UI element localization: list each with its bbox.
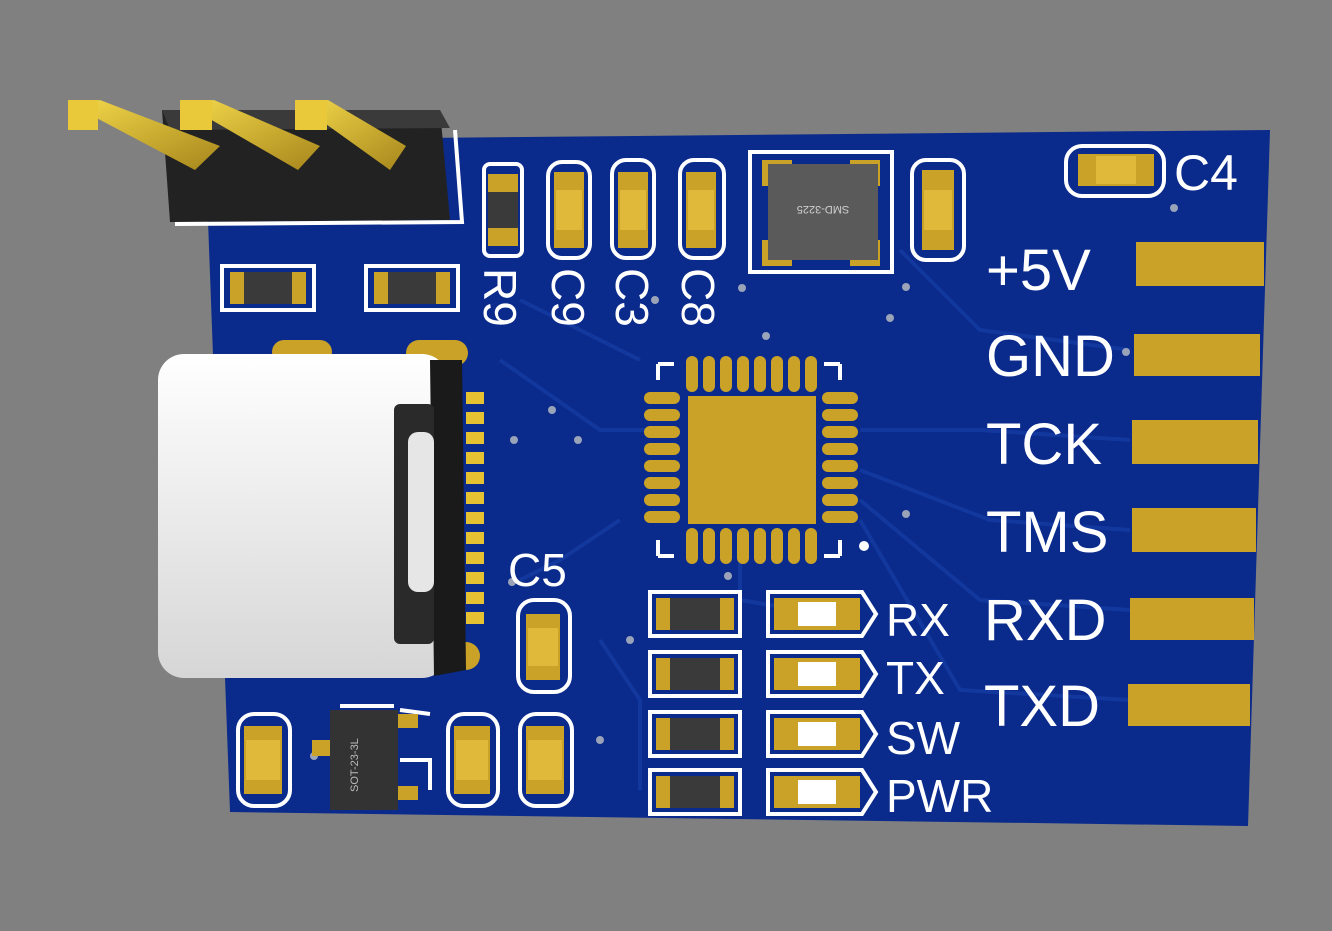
header-pin bbox=[68, 100, 220, 170]
small-capacitor-top bbox=[910, 158, 966, 262]
label-sw: SW bbox=[886, 712, 961, 764]
pin-label-tck: TCK bbox=[986, 412, 1102, 477]
refdes-r9: R9 bbox=[474, 268, 526, 327]
c9-capacitor bbox=[546, 160, 592, 260]
refdes-c5: C5 bbox=[508, 544, 567, 596]
pad-tck bbox=[1132, 420, 1258, 464]
led-pwr bbox=[766, 768, 879, 816]
mcu-pads-left bbox=[644, 392, 680, 523]
header-pin bbox=[180, 100, 320, 170]
c8-capacitor bbox=[678, 158, 726, 260]
regulator-sot23: SOT-23-3L bbox=[312, 704, 432, 810]
mcu-pads-bottom bbox=[686, 528, 817, 564]
led-sw bbox=[766, 710, 879, 758]
refdes-c4: C4 bbox=[1174, 145, 1238, 201]
pad-tms bbox=[1132, 508, 1256, 552]
refdes-c3: C3 bbox=[606, 268, 658, 327]
vias bbox=[310, 204, 1178, 760]
pin-label-rxd: RXD bbox=[984, 588, 1106, 653]
mcu-qfn-chip bbox=[644, 356, 869, 564]
pin-label-txd: TXD bbox=[984, 674, 1100, 739]
mcu-thermal-pad bbox=[688, 396, 816, 524]
led-resistor bbox=[648, 710, 742, 758]
crystal-marking: SMD-3225 bbox=[797, 203, 850, 215]
mcu-pads-top bbox=[686, 356, 817, 392]
label-rx: RX bbox=[886, 594, 950, 646]
crystal-smd-3225: SMD-3225 bbox=[748, 150, 894, 274]
edge-pads bbox=[1128, 242, 1264, 726]
resistor-left-2 bbox=[364, 264, 460, 312]
mcu-pads-right bbox=[822, 392, 858, 523]
usb-c-connector bbox=[158, 354, 484, 678]
led-resistor bbox=[648, 768, 742, 816]
led-rx bbox=[766, 590, 879, 638]
c5-capacitor bbox=[516, 598, 572, 694]
pin-label-gnd: GND bbox=[986, 324, 1115, 389]
r9-resistor bbox=[482, 162, 524, 258]
pad-gnd bbox=[1134, 334, 1260, 376]
cap-bottom-left-2 bbox=[446, 712, 500, 808]
pad-rxd bbox=[1130, 598, 1254, 640]
resistor-left-1 bbox=[220, 264, 316, 312]
pin-header bbox=[68, 100, 465, 226]
leds bbox=[766, 590, 879, 816]
pad-txd bbox=[1128, 684, 1250, 726]
led-resistors bbox=[648, 590, 742, 816]
pin-label-tms: TMS bbox=[986, 500, 1108, 565]
led-tx bbox=[766, 650, 879, 698]
refdes-c9: C9 bbox=[542, 268, 594, 327]
led-resistor bbox=[648, 590, 742, 638]
header-pin bbox=[295, 100, 406, 170]
pin-label-plus5v: +5V bbox=[986, 238, 1091, 303]
copper-traces bbox=[498, 248, 1131, 790]
label-tx: TX bbox=[886, 652, 945, 704]
cap-bottom-left-1 bbox=[236, 712, 292, 808]
led-resistor bbox=[648, 650, 742, 698]
c3-capacitor bbox=[610, 158, 656, 260]
usb-c-pins bbox=[466, 392, 484, 624]
refdes-c8: C8 bbox=[672, 268, 724, 327]
pad-plus5v bbox=[1136, 242, 1264, 286]
cap-bottom-left-3 bbox=[518, 712, 574, 808]
regulator-marking: SOT-23-3L bbox=[349, 738, 361, 792]
c4-capacitor bbox=[1064, 144, 1166, 198]
label-pwr: PWR bbox=[886, 770, 993, 822]
